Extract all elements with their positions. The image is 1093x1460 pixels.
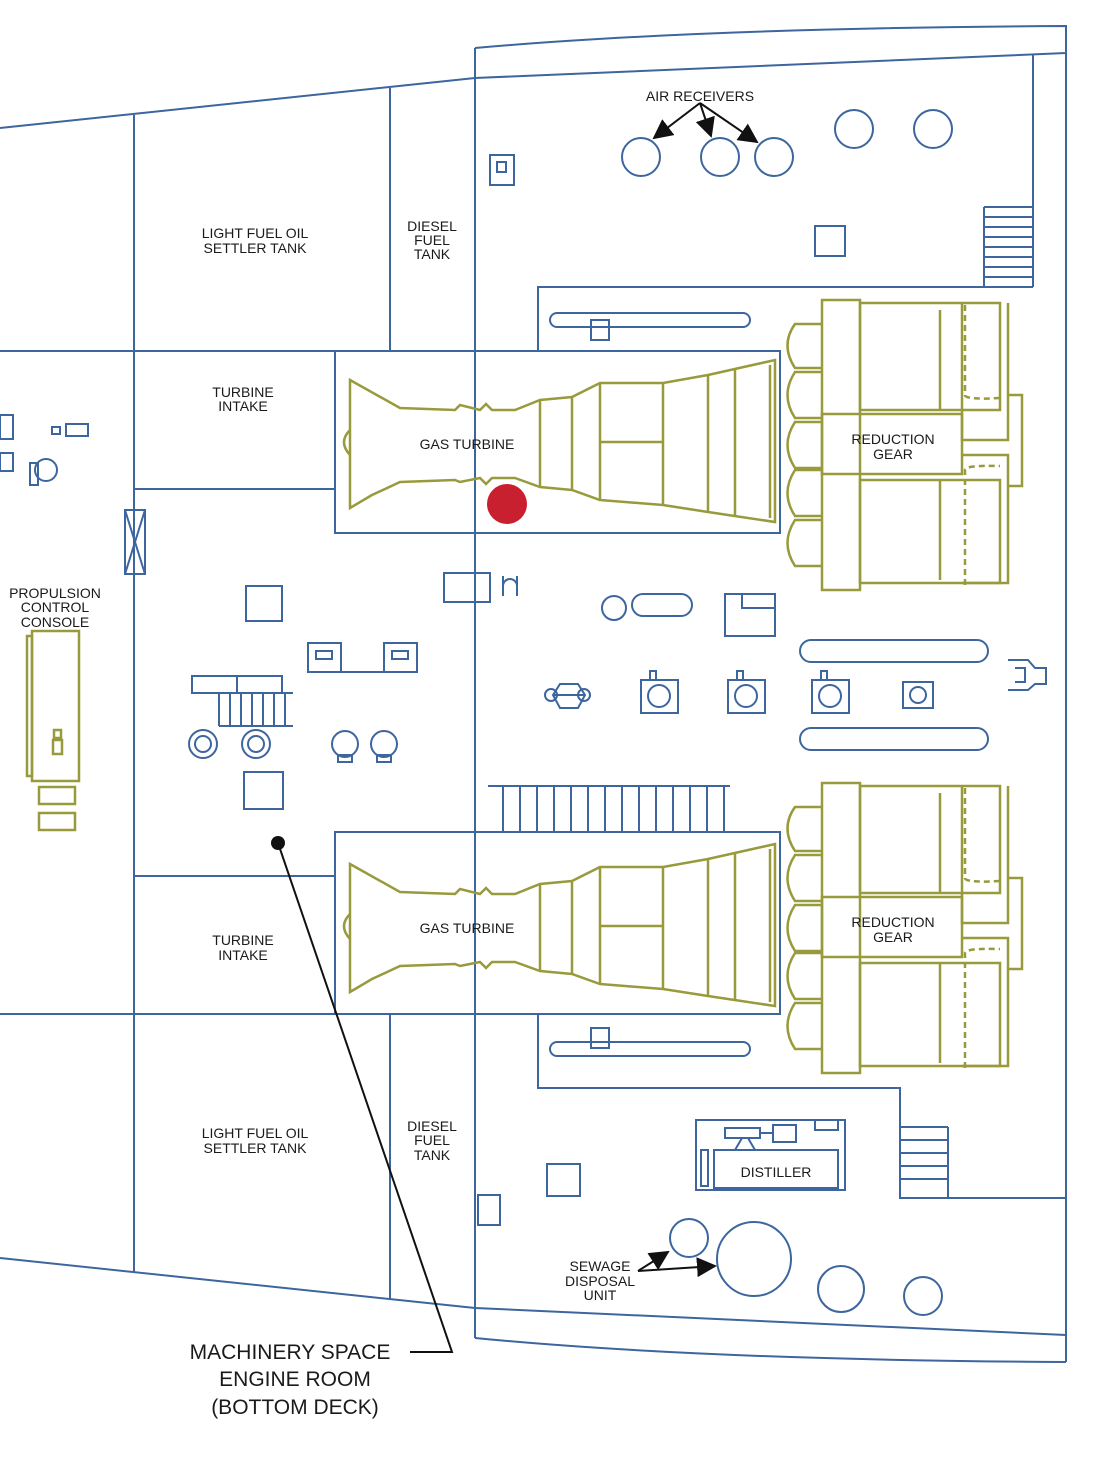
auxiliary-equipment: [0, 109, 1047, 1316]
label-distiller: DISTILLER: [741, 1164, 812, 1180]
label-gas-turbine-top: GAS TURBINE: [420, 436, 515, 452]
label-gas-turbine-bottom: GAS TURBINE: [420, 920, 515, 936]
hull-structure: [0, 24, 1067, 1363]
gas-turbine-top: [342, 358, 777, 524]
propulsion-console-unit: [25, 629, 81, 832]
location-marker: [487, 484, 527, 524]
gas-turbine-bottom: [342, 842, 777, 1008]
label-air-receivers: AIR RECEIVERS: [646, 88, 754, 104]
label-arrows: [277, 102, 759, 1353]
callout-dot: [271, 836, 285, 850]
